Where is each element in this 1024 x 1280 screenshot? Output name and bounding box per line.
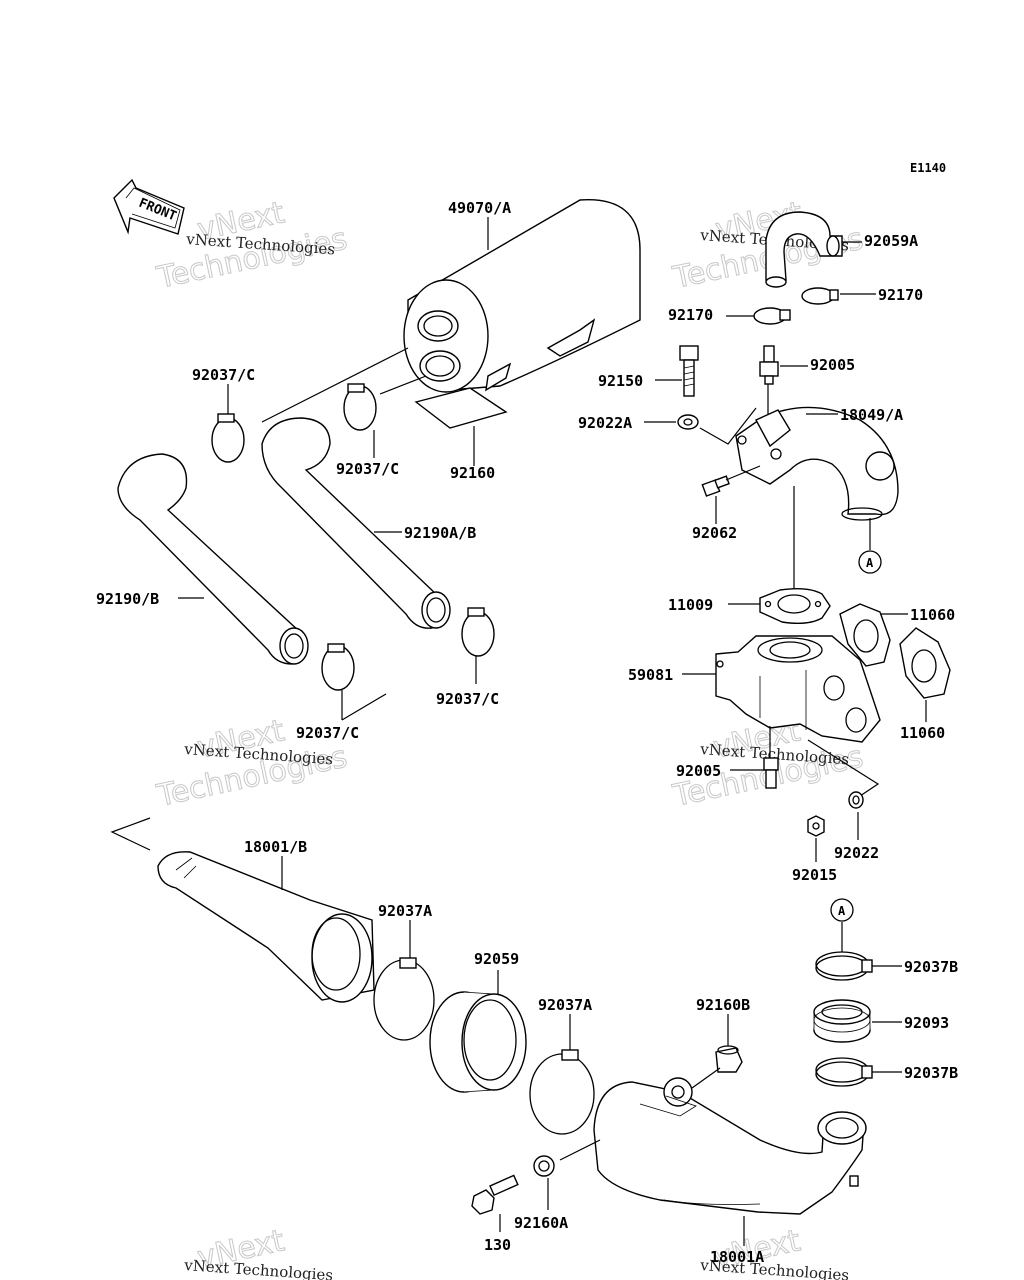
bolt-92150 bbox=[679, 345, 699, 397]
label-92170-left: 92170 bbox=[668, 306, 713, 324]
leader-92160B-angle bbox=[691, 1067, 721, 1089]
front-arrow-icon: FRONT bbox=[113, 178, 185, 235]
label-refA-1: A bbox=[866, 556, 874, 570]
reference-circle-A-bottom bbox=[830, 898, 854, 922]
leader-muffler-hose bbox=[261, 347, 409, 423]
clamp-92170-right bbox=[801, 287, 839, 305]
label-92022A: 92022A bbox=[578, 414, 632, 432]
label-59081: 59081 bbox=[628, 666, 673, 684]
label-92093: 92093 bbox=[904, 1014, 949, 1032]
leader-muffler-clamp bbox=[379, 375, 427, 395]
reference-circle-A-top bbox=[858, 550, 882, 574]
label-92190B: 92190/B bbox=[96, 590, 159, 608]
clamp-92037C-3 bbox=[461, 607, 495, 657]
label-92005-bottom: 92005 bbox=[676, 762, 721, 780]
label-92170-right: 92170 bbox=[878, 286, 923, 304]
screw-92062 bbox=[701, 475, 730, 497]
hose-92190AB bbox=[261, 417, 451, 629]
gasket-11009 bbox=[759, 587, 831, 625]
clamp-92037A-2 bbox=[529, 1049, 595, 1135]
leader-92022-bracket bbox=[807, 739, 880, 797]
label-92037B-2: 92037B bbox=[904, 1064, 958, 1082]
label-92059: 92059 bbox=[474, 950, 519, 968]
gasket-11060-bottom bbox=[899, 627, 951, 699]
label-18049A: 18049/A bbox=[840, 406, 903, 424]
leader-92037C-4 bbox=[341, 690, 387, 721]
label-92015: 92015 bbox=[792, 866, 837, 884]
leader-92022A-bolt bbox=[699, 407, 757, 445]
fitting-92005-bottom bbox=[763, 757, 779, 789]
muffler-49070A bbox=[403, 199, 641, 429]
label-refA-2: A bbox=[838, 904, 846, 918]
label-92062: 92062 bbox=[692, 524, 737, 542]
label-11060-top: 11060 bbox=[910, 606, 955, 624]
clamp-92037B-2 bbox=[815, 1057, 873, 1087]
label-92037C-3: 92037/C bbox=[436, 690, 499, 708]
label-92037C-4: 92037/C bbox=[296, 724, 359, 742]
washer-92022 bbox=[848, 791, 864, 809]
label-18001A: 18001A bbox=[710, 1248, 764, 1266]
leader-92062-angle bbox=[725, 465, 761, 481]
label-92037B-1: 92037B bbox=[904, 958, 958, 976]
hose-92059A bbox=[765, 211, 843, 288]
label-92150: 92150 bbox=[598, 372, 643, 390]
clamp-92037C-1 bbox=[211, 413, 245, 463]
exhaust-pipe-18049A bbox=[735, 406, 899, 521]
coupler-92093 bbox=[813, 999, 871, 1043]
label-92005-top: 92005 bbox=[810, 356, 855, 374]
label-92037A-2: 92037A bbox=[538, 996, 592, 1014]
label-130: 130 bbox=[484, 1236, 511, 1254]
label-11060-bottom: 11060 bbox=[900, 724, 945, 742]
hose-92190B bbox=[117, 453, 309, 665]
label-92037C-1: 92037/C bbox=[192, 366, 255, 384]
label-92160A: 92160A bbox=[514, 1214, 568, 1232]
bolt-130 bbox=[471, 1174, 519, 1215]
bushing-92160A bbox=[533, 1155, 555, 1177]
label-92059A: 92059A bbox=[864, 232, 918, 250]
label-92037C-2: 92037/C bbox=[336, 460, 399, 478]
clamp-92037C-4 bbox=[321, 643, 355, 691]
expansion-chamber-18001A bbox=[593, 1077, 867, 1215]
leader-92160A-angle bbox=[559, 1139, 601, 1161]
reference-code: E1140 bbox=[910, 161, 946, 175]
gasket-11060-top bbox=[839, 603, 891, 667]
label-92160B: 92160B bbox=[696, 996, 750, 1014]
watermark-bottom-left: vNext vNext Technologies bbox=[183, 1223, 334, 1280]
label-92160: 92160 bbox=[450, 464, 495, 482]
sleeve-92059 bbox=[429, 991, 527, 1093]
clamp-92037C-2 bbox=[343, 383, 377, 431]
clamp-92170-left bbox=[753, 307, 791, 325]
leader-angle-left bbox=[110, 817, 151, 851]
label-92190AB: 92190A/B bbox=[404, 524, 476, 542]
label-92037A-1: 92037A bbox=[378, 902, 432, 920]
nut-92015 bbox=[807, 815, 825, 837]
grommet-92160B bbox=[715, 1045, 743, 1073]
label-18001B: 18001/B bbox=[244, 838, 307, 856]
clamp-92037A-1 bbox=[373, 957, 435, 1041]
label-92022: 92022 bbox=[834, 844, 879, 862]
clamp-92037B-1 bbox=[815, 951, 873, 981]
exhaust-manifold-59081 bbox=[715, 635, 881, 743]
fitting-92005-top bbox=[759, 345, 779, 385]
label-11009: 11009 bbox=[668, 596, 713, 614]
label-49070A: 49070/A bbox=[448, 199, 511, 217]
tail-pipe-18001B bbox=[157, 851, 375, 1003]
washer-92022A bbox=[677, 414, 699, 430]
